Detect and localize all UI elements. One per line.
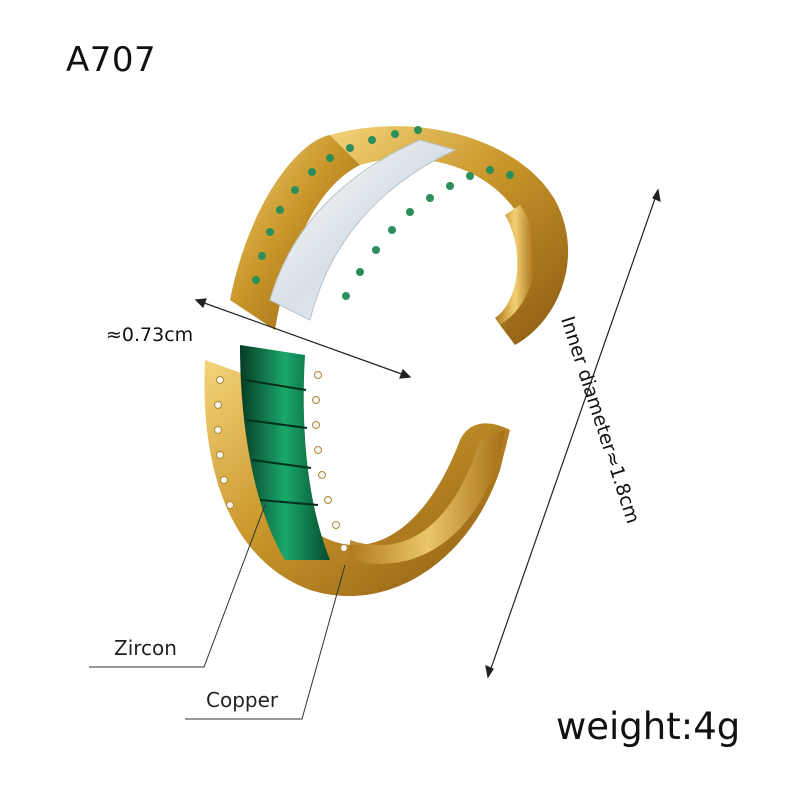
- emerald-channel: [240, 345, 330, 560]
- copper-label: Copper: [206, 688, 279, 712]
- zircon-leader-line: [89, 504, 266, 668]
- zircon-label: Zircon: [114, 636, 177, 660]
- weight-label: weight:4g: [556, 705, 741, 748]
- pave-crystals: [214, 371, 348, 552]
- diameter-measure-arrow: [485, 188, 661, 679]
- crystal-channel: [269, 139, 457, 321]
- pave-stones: [252, 126, 514, 300]
- width-measure-arrow: [194, 298, 412, 379]
- width-label: ≈0.73cm: [106, 324, 194, 346]
- copper-leader-line: [185, 564, 346, 720]
- product-code: A707: [66, 40, 157, 80]
